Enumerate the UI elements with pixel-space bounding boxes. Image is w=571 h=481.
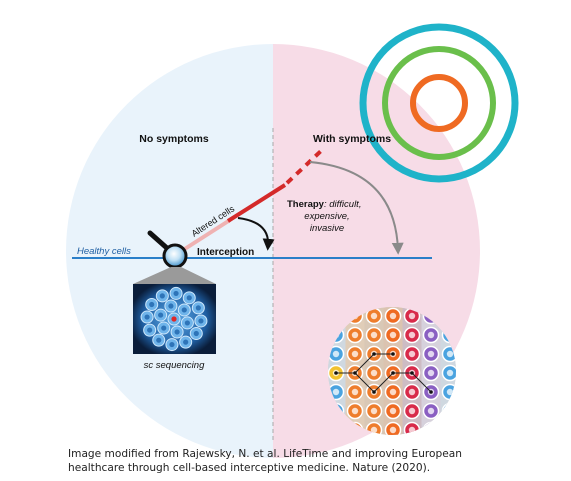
sc-sequencing-label: sc sequencing bbox=[144, 360, 205, 371]
healthy-cells-label: Healthy cells bbox=[77, 246, 131, 257]
grid-cell bbox=[403, 421, 421, 435]
grid-cell bbox=[346, 383, 364, 401]
lineage-connector bbox=[354, 372, 375, 393]
no-symptoms-header: No symptoms bbox=[139, 133, 209, 145]
grid-cell bbox=[384, 421, 402, 435]
tissue-cell bbox=[179, 335, 193, 349]
lineage-connector bbox=[373, 372, 394, 393]
grid-cell bbox=[422, 421, 440, 435]
altered-cells-line bbox=[226, 183, 287, 223]
grid-cell bbox=[346, 402, 364, 420]
grid-cell bbox=[422, 364, 440, 382]
grid-cell bbox=[422, 345, 440, 363]
lineage-node bbox=[429, 390, 433, 394]
tissue-cell bbox=[143, 323, 157, 337]
therapy-label: Therapy bbox=[287, 199, 325, 210]
altered-cells-line-pale bbox=[178, 218, 232, 254]
lineage-node bbox=[391, 371, 395, 375]
grid-cell bbox=[365, 307, 383, 325]
lineage-node bbox=[391, 352, 395, 356]
tissue-cell bbox=[169, 286, 183, 300]
tissue-cell bbox=[182, 291, 196, 305]
grid-cell bbox=[365, 326, 383, 344]
caption-line-1: Image modified from Rajewsky, N. et al. … bbox=[68, 448, 462, 460]
grid-cell bbox=[365, 364, 383, 382]
grid-cell bbox=[365, 421, 383, 435]
grid-cell bbox=[441, 402, 456, 420]
interception-arrow bbox=[237, 217, 275, 251]
therapy-text: Therapy: difficult, bbox=[287, 199, 361, 210]
grid-cell bbox=[403, 383, 421, 401]
grid-cell bbox=[384, 402, 402, 420]
grid-cell bbox=[422, 402, 440, 420]
grid-cell bbox=[384, 326, 402, 344]
image-caption: Image modified from Rajewsky, N. et al. … bbox=[68, 447, 538, 475]
grid-cell bbox=[403, 402, 421, 420]
magnifier-icon bbox=[133, 230, 216, 284]
grid-cell bbox=[403, 345, 421, 363]
lineage-connector bbox=[354, 353, 375, 374]
grid-cell bbox=[441, 421, 456, 435]
lineage-node bbox=[410, 371, 414, 375]
grid-cell bbox=[422, 326, 440, 344]
tissue-cell bbox=[165, 338, 179, 352]
grid-cell bbox=[365, 402, 383, 420]
grid-cell bbox=[384, 307, 402, 325]
grid-cell bbox=[441, 383, 456, 401]
lineage-node bbox=[353, 371, 357, 375]
caption-line-2: healthcare through cell-based intercepti… bbox=[68, 462, 431, 474]
tissue-cell bbox=[157, 321, 171, 335]
tissue-cells bbox=[140, 286, 208, 352]
tissue-cell bbox=[152, 333, 166, 347]
grid-cell bbox=[403, 307, 421, 325]
therapy-description: : difficult, bbox=[324, 199, 362, 210]
tissue-cell bbox=[180, 316, 194, 330]
grid-cell bbox=[346, 326, 364, 344]
tissue-cell bbox=[140, 310, 154, 324]
lineage-node bbox=[372, 352, 376, 356]
tissue-cell bbox=[145, 298, 159, 312]
sc-sequencing-panel bbox=[133, 284, 216, 354]
altered-cell bbox=[167, 312, 181, 326]
tissue-cell bbox=[170, 325, 184, 339]
tissue-cell bbox=[194, 314, 208, 328]
lineage-node bbox=[372, 390, 376, 394]
therapy-arrow bbox=[309, 161, 404, 255]
tissue-cell bbox=[191, 301, 205, 315]
grid-cell bbox=[403, 326, 421, 344]
tissue-cell bbox=[177, 303, 191, 317]
altered-cells-line-dashed bbox=[285, 148, 324, 185]
grid-cell bbox=[384, 383, 402, 401]
tissue-cell bbox=[189, 326, 203, 340]
interception-label: Interception bbox=[197, 247, 254, 258]
with-symptoms-header: With symptoms bbox=[313, 133, 391, 145]
grid-cell bbox=[346, 345, 364, 363]
tissue-cell bbox=[155, 289, 169, 303]
lineage-node bbox=[334, 371, 338, 375]
tissue-cell bbox=[164, 299, 178, 313]
lineage-connector bbox=[411, 372, 432, 393]
grid-cell bbox=[441, 364, 456, 382]
therapy-line-3: invasive bbox=[310, 223, 344, 234]
concentric-rings-icon bbox=[359, 23, 519, 183]
tissue-cell bbox=[154, 308, 168, 322]
therapy-line-2: expensive, bbox=[304, 211, 349, 222]
